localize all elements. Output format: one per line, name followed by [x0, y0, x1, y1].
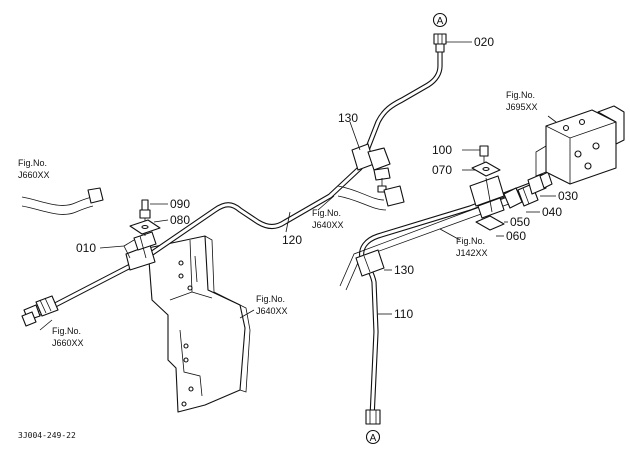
fig-ref-j695-label: Fig.No.: [506, 90, 535, 100]
pipe-110-bottom-fitting: [365, 409, 381, 425]
drawing-code: 3J004-249-22: [18, 431, 76, 440]
fig-ref-j660-top-code: J660XX: [18, 170, 50, 180]
fig-ref-j660-top-label: Fig.No.: [18, 158, 47, 168]
fig-ref-j660-bottom-label: Fig.No.: [52, 326, 81, 336]
part-number-100: 100: [432, 143, 452, 157]
fitting-020: [433, 33, 447, 53]
washer-060: [475, 215, 505, 231]
context-pipe-left-top: [21, 187, 104, 215]
connector-mark-bottom-letter: A: [370, 433, 377, 444]
part-number-060: 060: [506, 229, 526, 243]
washer-080: [129, 219, 161, 235]
washer-070: [471, 161, 501, 177]
valve-block: [535, 105, 625, 185]
fig-ref-j695-code: J695XX: [506, 102, 538, 112]
figure-references: Fig.No. J660XX Fig.No. J660XX Fig.No. J6…: [18, 90, 538, 348]
fig-ref-j640-upper-code: J640XX: [312, 220, 344, 230]
leader-lines: [39, 41, 557, 331]
fig-ref-j640-lower-code: J640XX: [256, 306, 288, 316]
part-number-050: 050: [510, 215, 530, 229]
part-number-030: 030: [558, 189, 578, 203]
part-number-070: 070: [432, 163, 452, 177]
part-number-110: 110: [394, 307, 413, 321]
part-number-120: 120: [282, 233, 302, 247]
clamp-010: [125, 231, 157, 271]
fig-ref-j142-label: Fig.No.: [456, 236, 485, 246]
pipe-120: [27, 41, 443, 321]
part-number-020: 020: [474, 35, 494, 49]
fig-ref-j142-code: J142XX: [456, 248, 488, 258]
connector-mark-top: A: [432, 12, 448, 28]
fig-ref-j640-lower-label: Fig.No.: [256, 294, 285, 304]
part-number-130-lower: 130: [394, 263, 414, 277]
connector-mark-bottom: A: [365, 429, 381, 445]
fig-ref-j660-bottom-code: J660XX: [52, 338, 84, 348]
clamp-130-lower: [355, 249, 385, 277]
context-hose-j640-upper: [337, 185, 405, 211]
clamp-130-upper: [351, 143, 391, 193]
fitting-030: [527, 171, 553, 195]
mounting-bracket: [147, 235, 251, 413]
part-number-090: 090: [170, 197, 190, 211]
part-number-labels: 020 030 040 050 060 070 080 090 100 010 …: [76, 35, 578, 321]
part-number-130-upper: 130: [338, 111, 358, 125]
part-number-040: 040: [542, 205, 562, 219]
context-fitting-j660-lower: [21, 311, 37, 327]
connector-mark-top-letter: A: [437, 16, 444, 27]
fig-ref-j640-upper-label: Fig.No.: [312, 208, 341, 218]
clamp-right: [469, 175, 505, 219]
part-number-010: 010: [76, 241, 96, 255]
part-number-080: 080: [170, 213, 190, 227]
bolt-090: [139, 199, 151, 236]
